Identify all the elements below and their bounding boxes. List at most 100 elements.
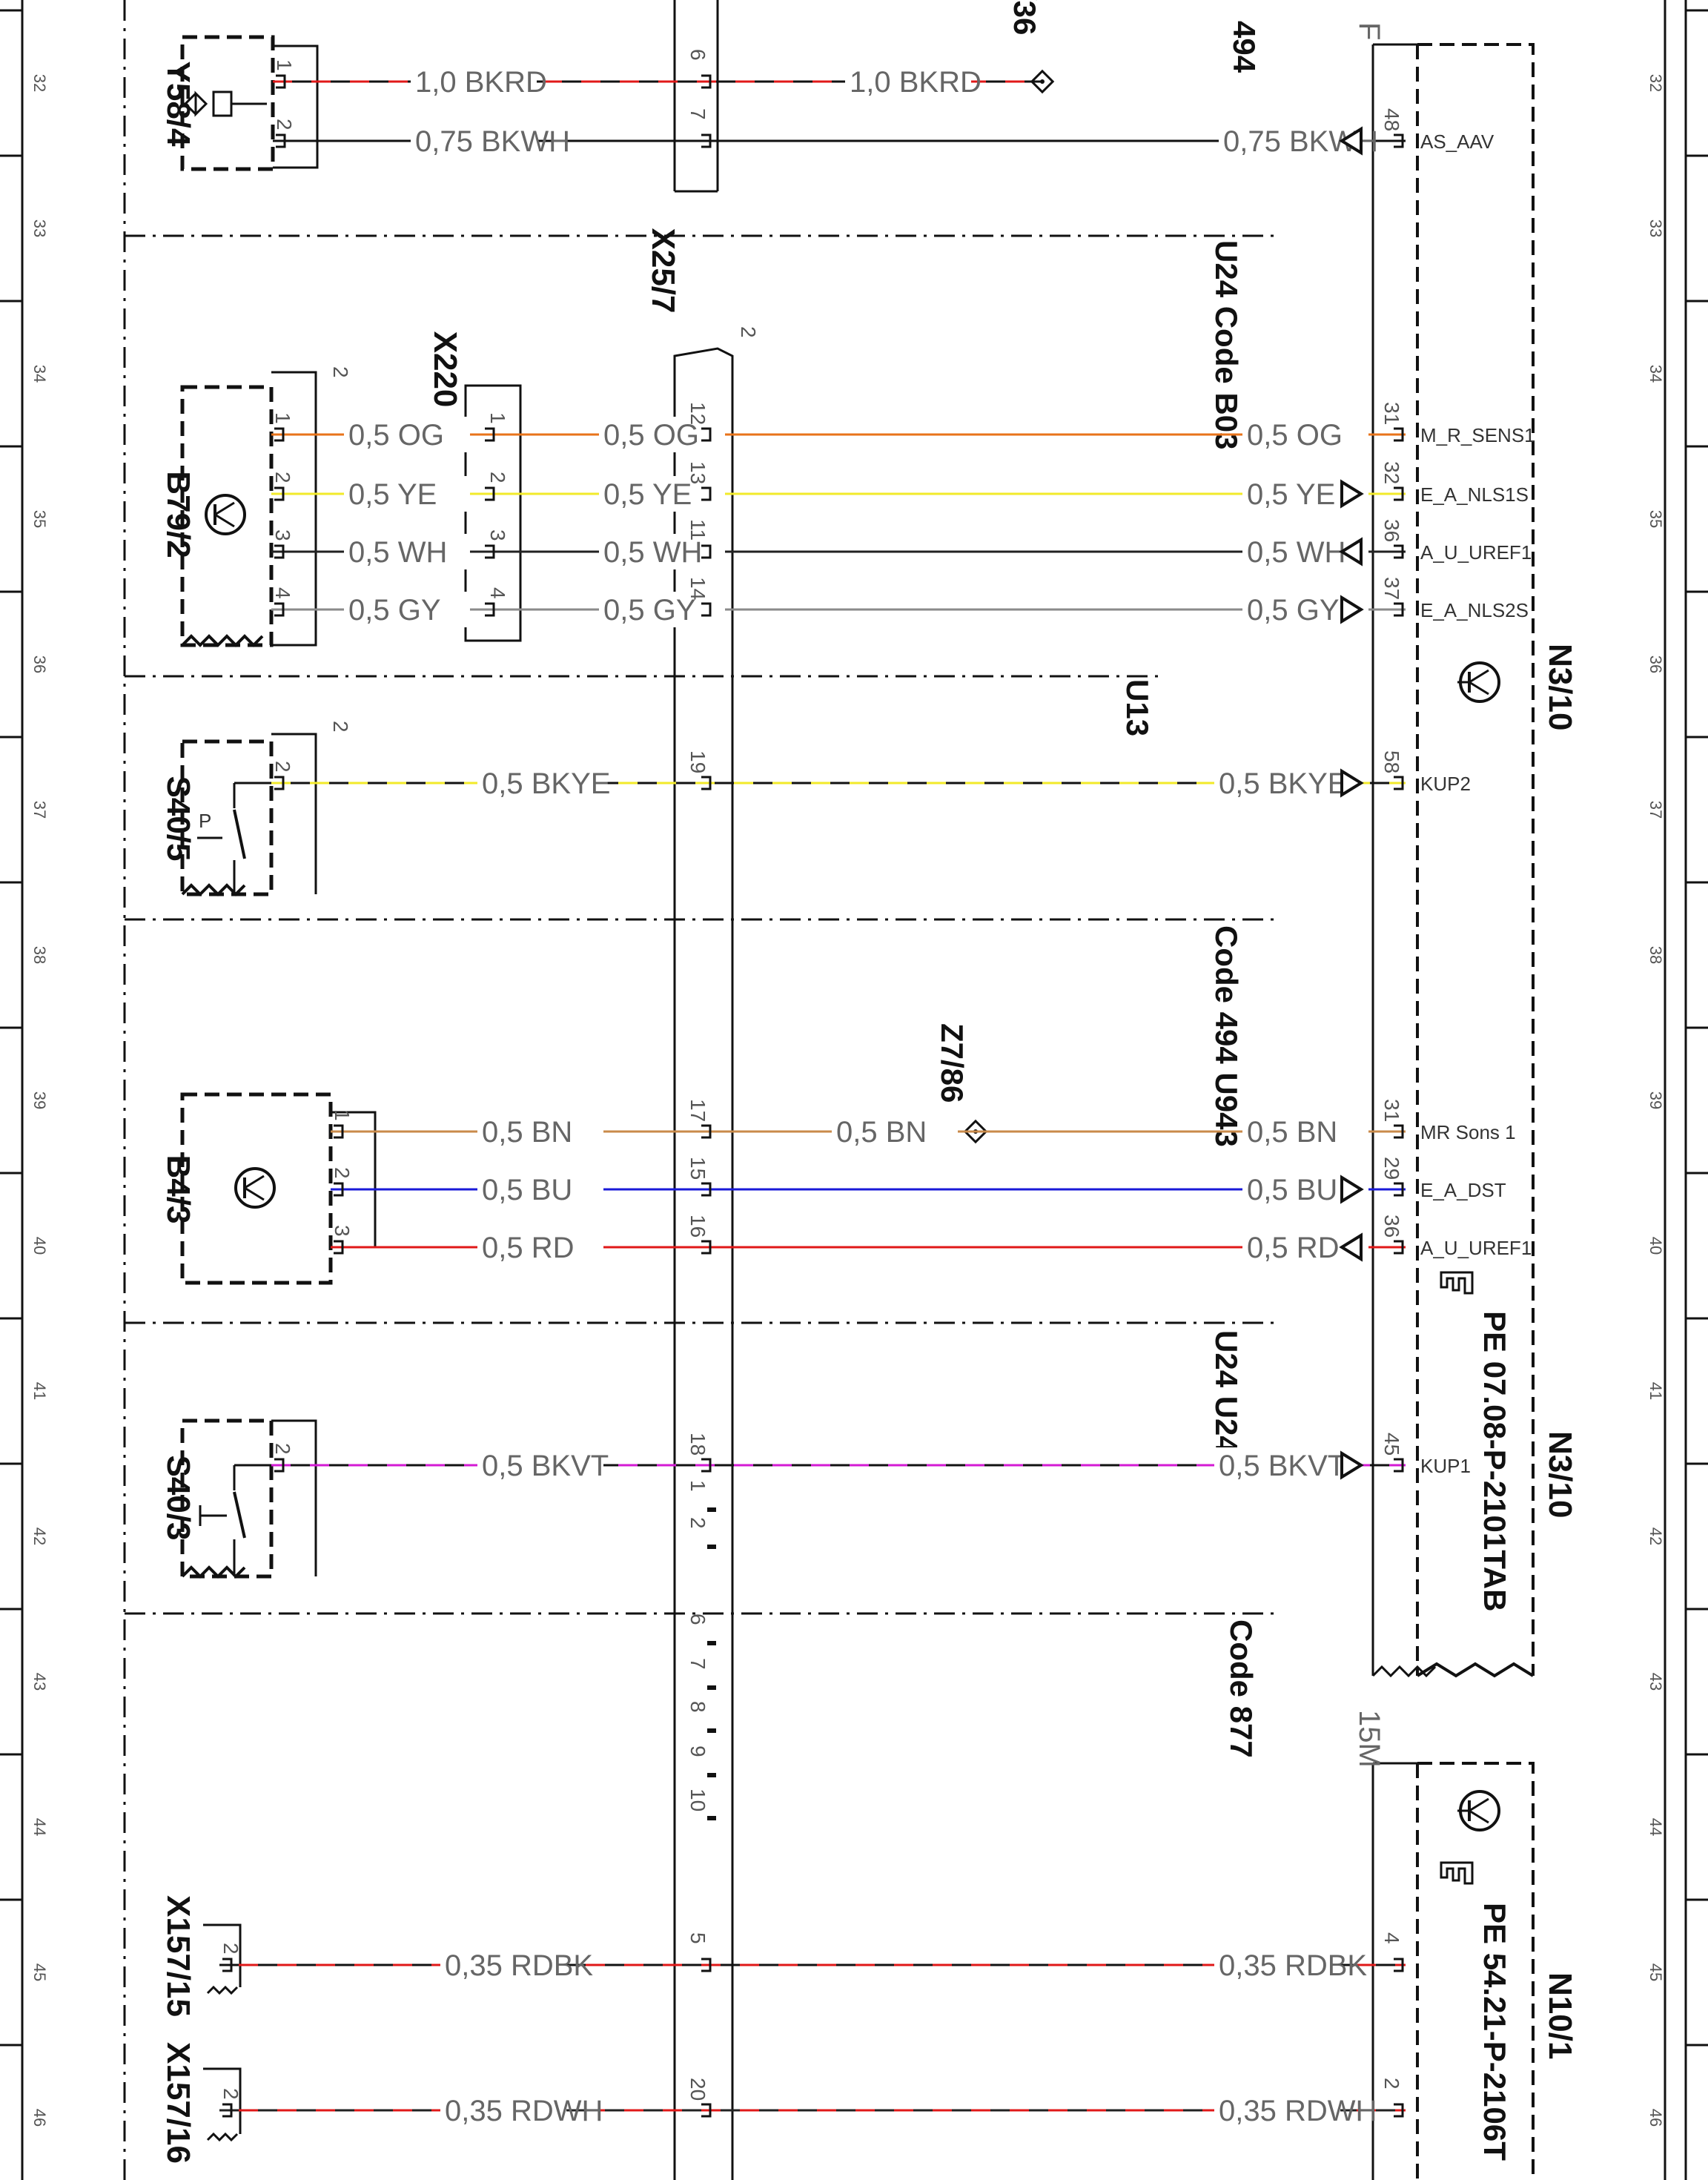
wire-label: 0,35 RDBK [445,1949,593,1982]
x25-spare-pin-number: 9 [686,1745,709,1757]
x25-spare-pin-number: 1 [686,1480,709,1492]
unit-pin-number: 4 [1380,1932,1403,1944]
wire-label: 0,5 BN [482,1116,572,1149]
s40-5-pin-count: 2 [329,721,352,733]
wire-label: 0,5 YE [1247,478,1335,511]
b4-3-label: B4/3 [160,1155,196,1224]
grid-row-number: 37 [30,801,49,819]
wire-label: 0,75 BKWH [415,125,570,158]
grid-row-number: 43 [30,1673,49,1691]
unit-pin-number: 31 [1380,1099,1403,1122]
grid-row-number: 45 [30,1963,49,1981]
grid-row-number: 34 [1646,365,1665,383]
signal-output-arrow-icon [1339,537,1363,567]
wire-label: 1,0 BKRD [850,66,982,99]
component-pin-number: 3 [271,529,294,541]
component-pin-number: 2 [219,2088,242,2100]
x25-pin-number: 6 [686,49,709,61]
section-494-top: 494 [1227,21,1262,73]
component-pin-number: 2 [271,472,294,483]
x25-pin-number: 19 [686,750,709,773]
grid-row-number: 44 [1646,1818,1665,1836]
wire-label: 0,5 OG [348,419,444,452]
component-pin-number: 2 [271,761,294,773]
grid-row-number: 40 [30,1237,49,1255]
pushbutton-switch-icon [199,1464,271,1576]
wire-label: 0,5 WH [603,536,702,569]
wire-label: 0,5 BKYE [1219,767,1347,800]
b79-2-pin-count: 2 [329,366,352,378]
wire-label: 0,5 RD [482,1232,575,1264]
grid-row-number: 35 [1646,510,1665,528]
pressure-p-label: P [199,810,211,832]
wire-label: 0,5 BU [482,1174,572,1206]
signal-input-arrow-icon [1340,479,1364,509]
signal-name: A_U_UREF1 [1420,1237,1532,1259]
wire-label: 0,35 RDBK [1219,1949,1367,1982]
wire-label: 0,5 RD [1247,1232,1340,1264]
s40-3-label: S40/3 [160,1456,196,1541]
x220-pin-number: 2 [486,472,509,483]
ref-z7-86: Z7/86 [935,1023,970,1103]
grid-row-number: 33 [30,219,49,237]
x25-pin-number: 17 [686,1099,709,1122]
s40-5-label: S40/5 [160,776,196,862]
n10-1-label: N10/1 [1542,1972,1578,2059]
y58-4-component [180,35,319,171]
pe-ref-b: PE 54.21-P-2106T [1477,1903,1512,2161]
b79-2-component [180,371,317,647]
n10-15m-label: 15M [1353,1710,1386,1768]
x157-15-label: X157/15 [160,1895,196,2017]
component-pin-number: 1 [271,412,294,424]
grid-row-number: 32 [1646,74,1665,92]
x25-spare-pin-number: 7 [686,1658,709,1670]
unit-pin-number: 31 [1380,402,1403,425]
n3-10-f-label: F [1353,22,1386,40]
x157-connectors [203,1923,242,2142]
grid-row-number: 43 [1646,1673,1665,1691]
wire-label: 0,5 BKVT [1219,1450,1345,1482]
hand-pointer-icon [1440,1271,1474,1295]
wire-label: 0,35 RDWH [1219,2095,1377,2127]
grid-row-number: 44 [30,1818,49,1836]
x25-pin-number: 16 [686,1215,709,1238]
grid-row-number: 46 [30,2109,49,2127]
wire-label: 0,5 OG [1247,419,1343,452]
pressure-switch-icon [197,782,271,894]
signal-name: E_A_DST [1420,1179,1506,1201]
x25-spare-pin-number: 2 [686,1517,709,1529]
component-pin-number: 2 [271,1443,294,1455]
unit-pin-number: 45 [1380,1433,1403,1456]
section-u24-code-b03: U24 Code B03 [1209,240,1244,449]
wire-label: 0,5 WH [348,536,447,569]
wire-label: 0,5 BU [1247,1174,1337,1206]
x25-pin-number: 5 [686,1932,709,1944]
unit-pin-number: 36 [1380,519,1403,542]
x25-top-pin-label: 2 [737,326,760,338]
component-pin-number: 3 [331,1225,354,1237]
wire-label: 0,5 BN [836,1116,927,1149]
ref-z7-36: Z7/36 [1007,0,1042,35]
component-pin-number: 2 [331,1167,354,1179]
grid-row-number: 33 [1646,219,1665,237]
section-borders [123,0,1275,2180]
signal-name: E_A_NLS2S [1420,599,1529,621]
grid-row-number: 39 [1646,1091,1665,1109]
wire-label: 0,5 YE [603,478,692,511]
grid-row-number: 37 [1646,801,1665,819]
signal-input-arrow-icon [1340,595,1364,624]
grid-row-number: 38 [30,946,49,964]
s40-5-component: P [180,733,317,896]
